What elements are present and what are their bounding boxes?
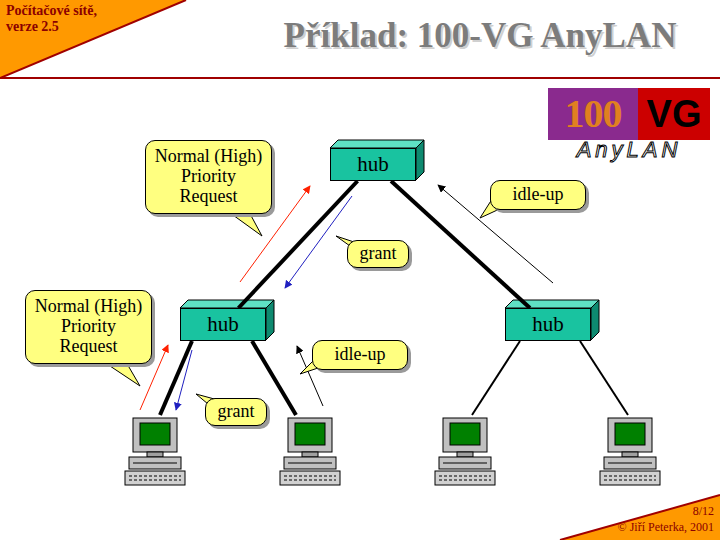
node-text: Normal (High) Priority Request [154,147,263,206]
hub-box: hub [330,148,416,181]
logo-text: VG [638,88,710,140]
callout: grant [347,240,409,268]
hub-box: hub [505,308,591,341]
logo-text: 100 [548,88,638,140]
page-number: 8/12 [560,504,714,519]
node-text: hub [532,312,564,337]
callout: idle-up [312,340,408,370]
course-label: Počítačové sítě, verze 2.5 [6,3,118,35]
node-text: grant [218,402,255,422]
callout-tail [104,196,506,404]
computer [280,418,340,485]
callout: Normal (High) Priority Request [145,140,272,214]
node-text: idle-up [513,185,564,205]
node-text: hub [207,312,239,337]
slide-title: Příklad: 100-VG AnyLAN [250,16,710,56]
computer [125,418,185,485]
logo-box [638,88,710,140]
node-text: idle-up [335,345,386,365]
callout: grant [205,398,267,426]
node-text: Normal (High) Priority Request [34,297,143,356]
node-text: hub [357,152,389,177]
computer [435,418,495,485]
computer [600,418,660,485]
hub-box: hub [180,308,266,341]
copyright: © Jiří Peterka, 2001 [540,520,714,535]
logo-box [548,88,638,140]
corner-band [0,0,186,78]
header-rule [0,77,720,79]
callout: Normal (High) Priority Request [25,290,152,364]
callout: idle-up [490,180,586,210]
grant-arrow [285,196,352,288]
logo-text: AnyLAN [548,139,710,161]
grant-arrow [176,350,192,410]
node-text: grant [360,244,397,264]
